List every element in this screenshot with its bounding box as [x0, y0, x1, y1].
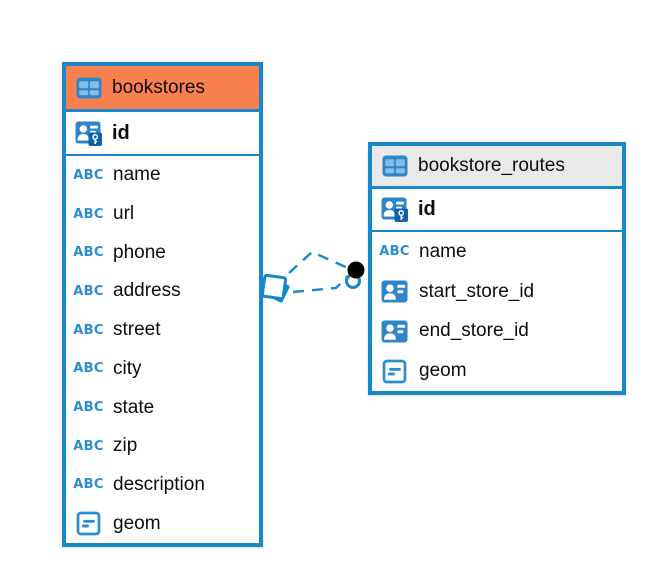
foreign-key-icon [379, 320, 410, 343]
text-type-icon: ABC [73, 283, 104, 299]
primary-key-icon [379, 197, 410, 222]
column-row-description[interactable]: ABC description [66, 465, 259, 505]
column-row-state[interactable]: ABC state [66, 388, 259, 427]
column-name: geom [419, 360, 467, 382]
column-row-phone[interactable]: ABC phone [66, 233, 259, 273]
column-row-address[interactable]: ABC address [66, 272, 259, 311]
table-bookstores-header[interactable]: bookstores [66, 66, 259, 112]
text-type-icon: ABC [379, 244, 410, 260]
text-type-icon: ABC [73, 322, 104, 338]
column-row-geom[interactable]: geom [66, 504, 259, 544]
relationship-target-marker [345, 261, 365, 289]
text-type-icon: ABC [73, 438, 104, 454]
column-name: zip [113, 435, 138, 457]
text-type-icon: ABC [73, 245, 104, 261]
column-row-geom[interactable]: geom [372, 351, 622, 391]
table-icon [73, 77, 104, 99]
column-name: street [113, 319, 161, 341]
column-name: city [113, 357, 142, 379]
geometry-type-icon [379, 359, 410, 384]
column-row-name[interactable]: ABC name [372, 232, 622, 272]
column-row-url[interactable]: ABC url [66, 194, 259, 234]
relationship-line-lower [292, 275, 349, 294]
table-icon [379, 155, 410, 177]
text-type-icon: ABC [73, 206, 104, 222]
primary-key-icon [73, 121, 104, 146]
text-type-icon: ABC [73, 167, 104, 183]
column-name: name [419, 240, 467, 262]
column-name: address [113, 280, 181, 302]
column-name: phone [113, 241, 166, 263]
column-row-id[interactable]: id [66, 112, 259, 156]
column-row-end-store-id[interactable]: end_store_id [372, 311, 622, 352]
text-type-icon: ABC [73, 361, 104, 377]
text-type-icon: ABC [73, 400, 104, 416]
column-name: id [418, 198, 436, 220]
foreign-key-icon [379, 280, 410, 303]
column-name: state [113, 396, 155, 418]
text-type-icon: ABC [73, 477, 104, 493]
column-row-zip[interactable]: ABC zip [66, 426, 259, 466]
relationship-source-marker [260, 273, 290, 303]
column-row-id[interactable]: id [372, 189, 622, 232]
column-row-start-store-id[interactable]: start_store_id [372, 271, 622, 312]
column-row-city[interactable]: ABC city [66, 349, 259, 389]
column-name: end_store_id [419, 320, 529, 342]
table-title: bookstores [112, 76, 205, 98]
column-row-name[interactable]: ABC name [66, 156, 259, 195]
column-name: geom [113, 512, 161, 534]
table-title: bookstore_routes [418, 155, 565, 176]
column-name: start_store_id [419, 280, 535, 302]
geometry-type-icon [73, 511, 104, 536]
column-name: name [113, 164, 161, 186]
relationship-line-upper [288, 250, 349, 274]
column-row-street[interactable]: ABC street [66, 310, 259, 350]
column-name: description [113, 473, 205, 495]
column-name: url [113, 203, 135, 225]
column-name: id [112, 121, 130, 144]
table-bookstores[interactable]: bookstores id ABC [62, 62, 263, 547]
table-bookstore-routes-header[interactable]: bookstore_routes [372, 146, 622, 189]
table-bookstore-routes[interactable]: bookstore_routes id ABC [368, 142, 626, 395]
